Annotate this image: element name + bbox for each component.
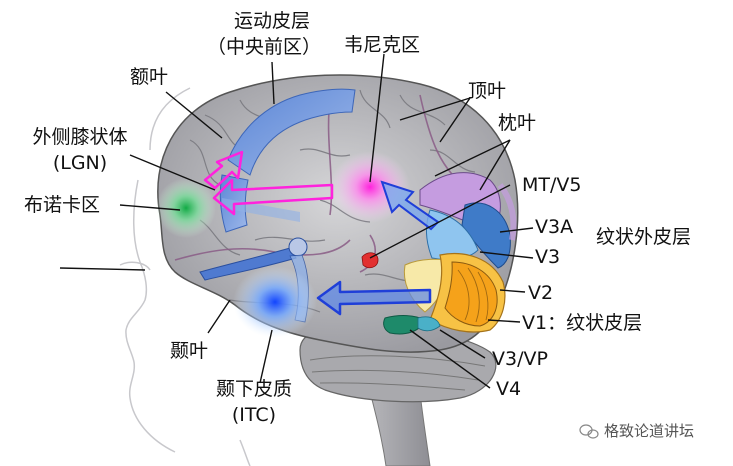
frontal-lobe-label: 额叶 bbox=[130, 66, 168, 88]
temporal-lobe-label: 颞叶 bbox=[170, 340, 208, 362]
itc-area bbox=[233, 266, 317, 338]
mt-v5-label: MT/V5 bbox=[522, 174, 582, 196]
v2-label: V2 bbox=[528, 282, 553, 304]
v3vp-label: V3/VP bbox=[492, 348, 548, 370]
broca-label: 布诺卡区 bbox=[24, 194, 100, 216]
wechat-icon bbox=[580, 425, 598, 438]
watermark-text: 格致论道讲坛 bbox=[604, 420, 694, 441]
v4-label: V4 bbox=[496, 378, 521, 400]
motor-cortex-sublabel: （中央前区） bbox=[207, 36, 321, 58]
wernicke-label: 韦尼克区 bbox=[344, 34, 420, 56]
lgn-label: 外侧膝状体 bbox=[32, 126, 127, 148]
lgn-sublabel: (LGN) bbox=[53, 152, 107, 174]
v3a-label: V3A bbox=[535, 216, 573, 238]
v3-label: V3 bbox=[535, 246, 560, 268]
itc-label: 颞下皮质 bbox=[216, 378, 292, 400]
itc-sublabel: (ITC) bbox=[232, 404, 276, 426]
motor-cortex-label: 运动皮层 bbox=[234, 10, 310, 32]
occipital-lobe-label: 枕叶 bbox=[498, 112, 536, 134]
v1-label: V1：纹状皮层 bbox=[522, 312, 642, 334]
parietal-lobe-label: 顶叶 bbox=[468, 80, 506, 102]
extrastriate-label: 纹状外皮层 bbox=[596, 226, 691, 248]
